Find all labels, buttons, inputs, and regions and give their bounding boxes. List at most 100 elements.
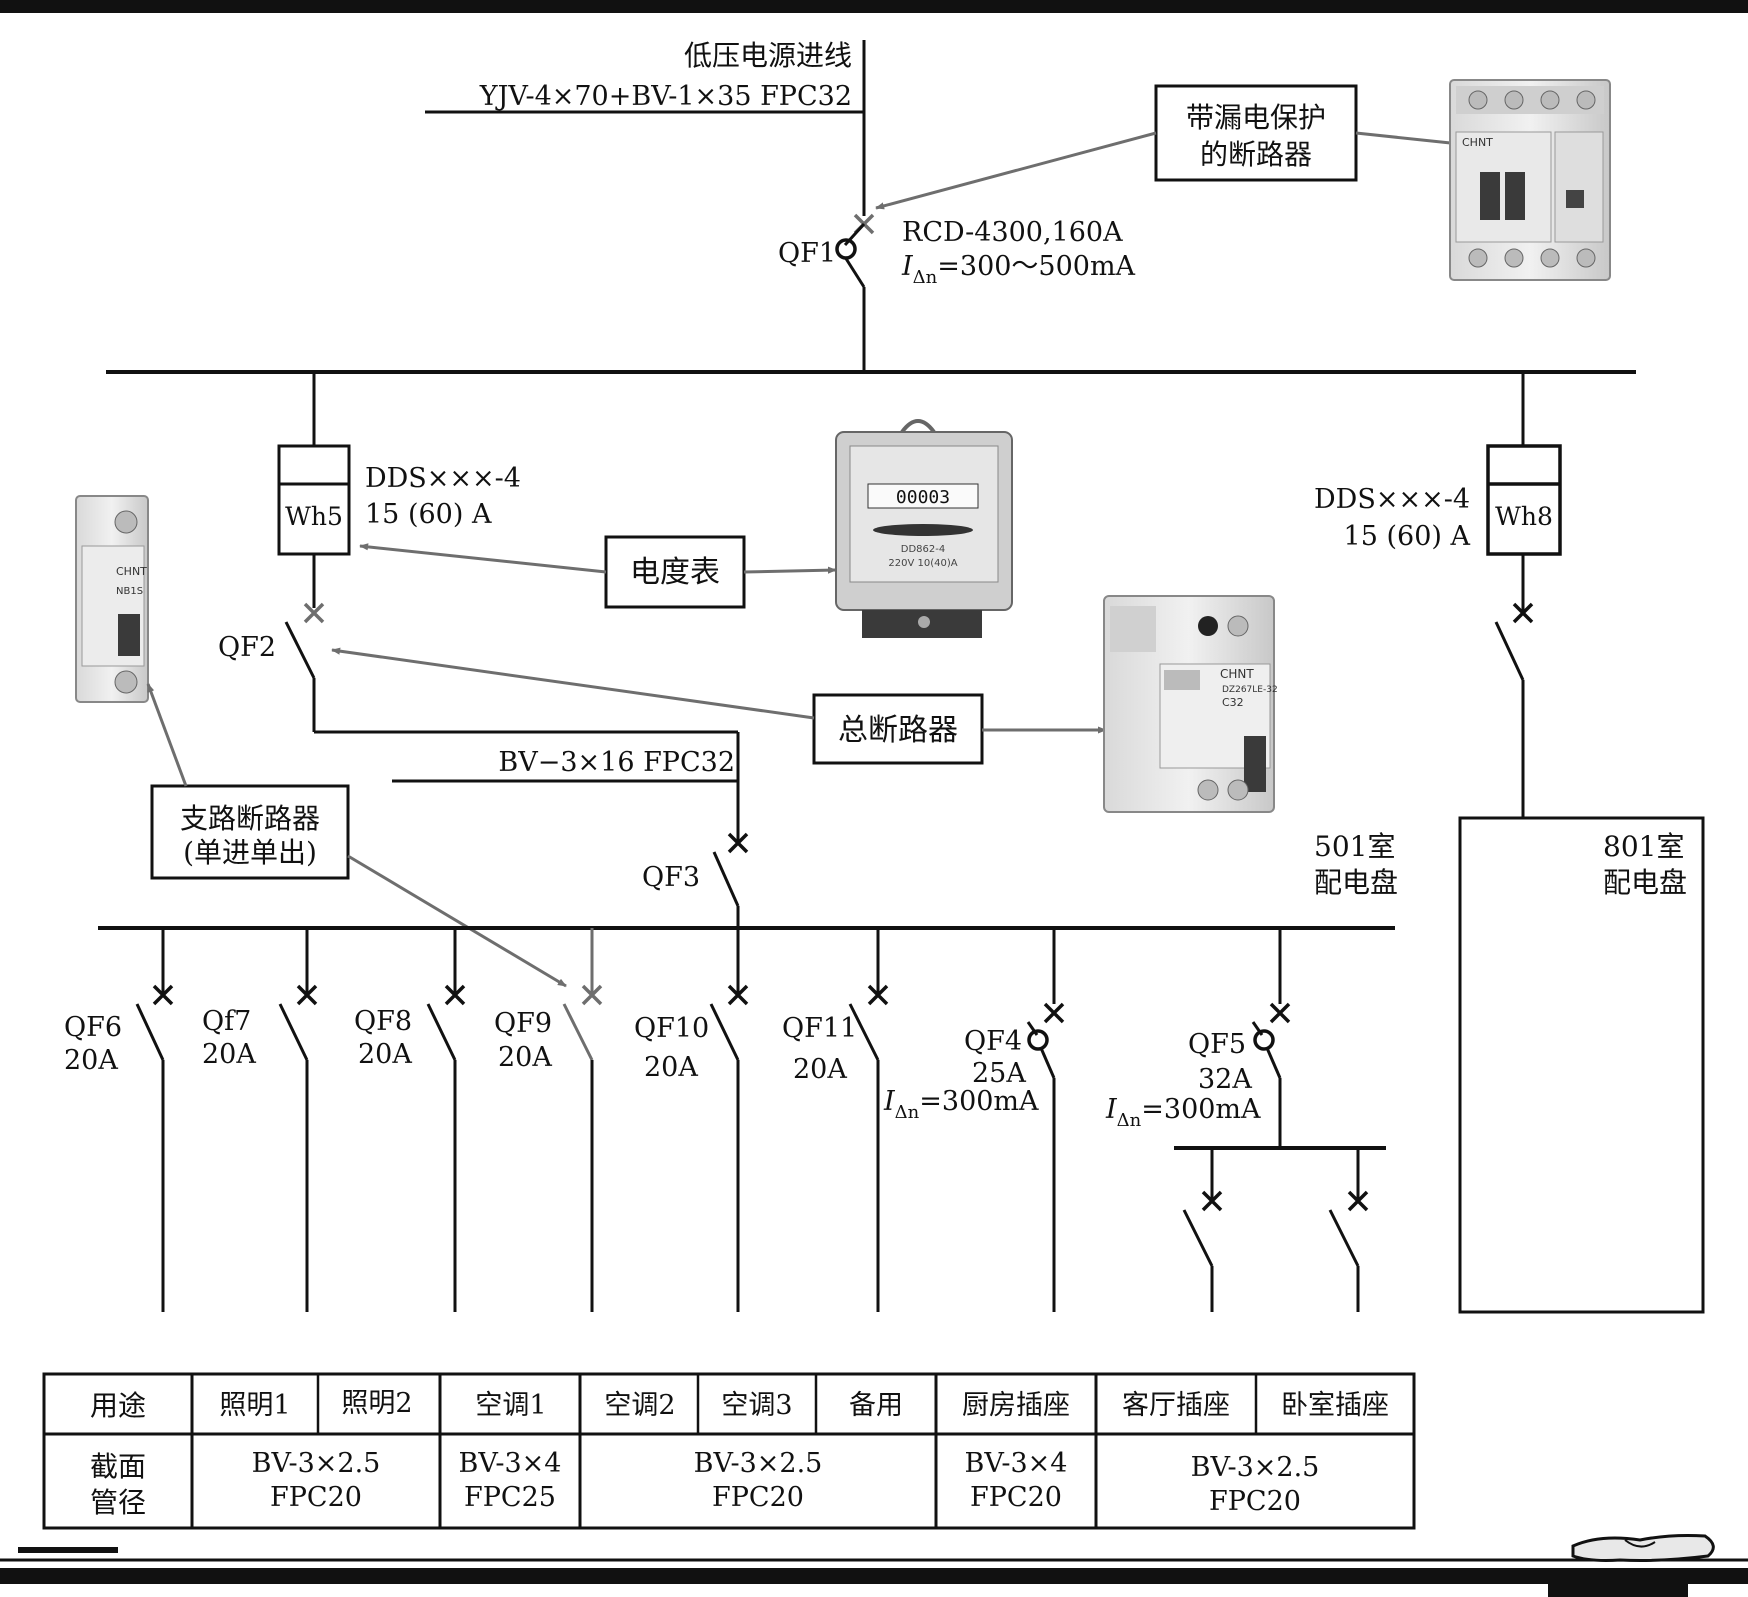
- incoming-cable-label: YJV-4×70+BV-1×35 FPC32: [479, 81, 852, 112]
- rcd-callout-line1: 带漏电保护: [1186, 101, 1326, 134]
- qf10-rating: 20A: [644, 1052, 698, 1083]
- branch-callout-line1: 支路断路器: [180, 802, 320, 835]
- total-breaker-callout-arrow-left: [331, 647, 815, 720]
- qf6-rating: 20A: [64, 1045, 118, 1076]
- top-border-bar: [0, 0, 1748, 13]
- total-breaker-callout-text: 总断路器: [838, 713, 958, 748]
- rcd-callout-arrow-left: [875, 131, 1157, 210]
- branch-qf9-symbol: [562, 928, 603, 1312]
- wh5-meter-box: [277, 444, 351, 556]
- table-use-6: 厨房插座: [962, 1390, 1070, 1421]
- qf8-rating: 20A: [358, 1039, 412, 1070]
- branch-callout-line2: (单进单出): [183, 836, 317, 869]
- qf1-label: QF1: [778, 238, 836, 269]
- table-spec-3-l2: FPC20: [970, 1482, 1062, 1513]
- qf5-leak-value: =300mA: [1141, 1094, 1261, 1125]
- qf2-breaker-symbol: [284, 602, 738, 734]
- panel-801-line1: 801室: [1603, 830, 1684, 863]
- table-spec-0-l1: BV-3×2.5: [252, 1448, 381, 1479]
- table-spec-0-l2: FPC20: [270, 1482, 362, 1513]
- meter-callout-arrow-left: [359, 543, 607, 574]
- table-spec-1-l2: FPC25: [464, 1482, 556, 1513]
- branch-qf8-symbol: [426, 928, 466, 1312]
- incoming-title: 低压电源进线: [684, 39, 852, 72]
- panel-501-line1: 501室: [1314, 830, 1395, 863]
- mcb-brand: CHNT: [116, 565, 147, 578]
- rcd-device-illustration: CHNT: [1449, 79, 1611, 281]
- wh8-rating: 15 (60) A: [1344, 521, 1471, 552]
- branch-qf10-symbol: [709, 928, 749, 1312]
- sub-breaker-living-symbol: [1182, 1148, 1223, 1312]
- table-use-4: 空调3: [721, 1390, 792, 1421]
- qf2-label: QF2: [218, 632, 276, 663]
- qf5-label: QF5: [1188, 1029, 1246, 1060]
- qf11-rating: 20A: [793, 1054, 847, 1085]
- table-use-0: 照明1: [219, 1390, 290, 1421]
- qf9-label: QF9: [494, 1008, 552, 1039]
- wh8-meter-box: [1486, 444, 1562, 556]
- qf1-leak-symbol: I: [901, 251, 914, 282]
- qf1-model: RCD-4300,160A: [902, 217, 1123, 248]
- qf4-rating: 25A: [972, 1058, 1026, 1089]
- table-spec-header-1: 截面: [90, 1450, 146, 1483]
- qf5-leak-sub: Δn: [1117, 1110, 1142, 1131]
- table-spec-2-l1: BV-3×2.5: [694, 1448, 823, 1479]
- qf8-label: QF8: [354, 1006, 412, 1037]
- rcd2-model: DZ267LE-32: [1222, 685, 1278, 695]
- wh5-label: Wh5: [285, 502, 343, 531]
- meter-callout-arrow-right: [743, 566, 837, 574]
- qf3-breaker-symbol: [712, 832, 749, 928]
- total-breaker-illustration: CHNT DZ267LE-32 C32: [1103, 595, 1278, 813]
- branch-qf11-symbol: [848, 928, 889, 1312]
- qf3-label: QF3: [642, 862, 700, 893]
- table-spec-1-l1: BV-3×4: [459, 1448, 562, 1479]
- branch-callout-box: [150, 784, 350, 880]
- table-use-5: 备用: [849, 1390, 903, 1421]
- table-use-header: 用途: [90, 1389, 146, 1422]
- wh8-breaker-symbol: [1494, 554, 1534, 818]
- qf7-label: Qf7: [202, 1006, 251, 1037]
- rcd-brand: CHNT: [1462, 136, 1493, 149]
- meter-reading: 00003: [896, 487, 950, 508]
- table-use-8: 卧室插座: [1281, 1390, 1389, 1421]
- table-spec-4-l2: FPC20: [1209, 1486, 1301, 1517]
- qf4-leak-value: =300mA: [919, 1086, 1039, 1117]
- qf4-label: QF4: [964, 1026, 1022, 1057]
- feeder-cable-label: BV−3×16 FPC32: [498, 747, 735, 778]
- wh5-model: DDS×××-4: [365, 463, 521, 494]
- table-use-3: 空调2: [604, 1390, 675, 1421]
- qf4-leak-symbol: I: [883, 1086, 896, 1117]
- table-use-2: 空调1: [475, 1390, 546, 1421]
- qf4-leak-sub: Δn: [895, 1102, 920, 1123]
- bottom-border-bar: [0, 1568, 1748, 1584]
- meter-rating-plate: 220V 10(40)A: [888, 558, 957, 569]
- panel-801-box: [1458, 816, 1705, 1314]
- branch-callout-arrow-down: [347, 854, 567, 988]
- meter-callout-text: 电度表: [630, 555, 720, 590]
- qf1-breaker-symbol: [835, 213, 875, 372]
- qf9-rating: 20A: [498, 1042, 552, 1073]
- meter-type: DD862-4: [901, 544, 945, 555]
- table-spec-header-2: 管径: [90, 1486, 146, 1519]
- qf7-rating: 20A: [202, 1039, 256, 1070]
- qf6-label: QF6: [64, 1012, 122, 1043]
- rcd2-brand: CHNT: [1220, 667, 1254, 681]
- qf11-label: QF11: [782, 1013, 857, 1044]
- table-use-7: 客厅插座: [1122, 1390, 1230, 1421]
- chalk-icon: [1571, 1534, 1715, 1562]
- panel-501-line2: 配电盘: [1314, 866, 1398, 899]
- table-spec-2-l2: FPC20: [712, 1482, 804, 1513]
- rcd-callout-arrow-right: [1355, 131, 1461, 147]
- meter-callout-box: [604, 535, 746, 609]
- qf5-leak-symbol: I: [1105, 1094, 1118, 1125]
- total-breaker-callout-box: [812, 693, 984, 765]
- wh5-rating: 15 (60) A: [365, 499, 492, 530]
- wh8-label: Wh8: [1495, 502, 1553, 531]
- table-spec-3-l1: BV-3×4: [965, 1448, 1068, 1479]
- panel-801-line2: 配电盘: [1603, 866, 1687, 899]
- qf5-rating: 32A: [1198, 1064, 1252, 1095]
- branch-breaker-illustration: CHNT NB1S: [75, 495, 149, 703]
- energy-meter-illustration: 00003 DD862-4 220V 10(40)A: [835, 419, 1013, 638]
- branch-callout-arrow-up: [146, 683, 188, 787]
- bottom-accent-bar: [18, 1547, 118, 1553]
